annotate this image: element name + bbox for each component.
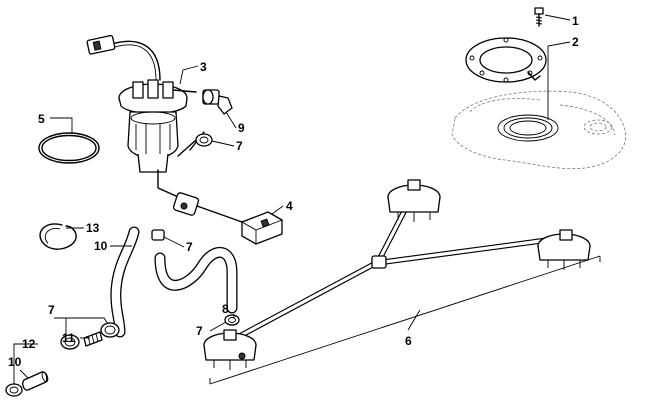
wire-harness-connector — [241, 211, 283, 245]
spring-clip — [39, 223, 77, 250]
callout-10-lower: 10 — [8, 355, 22, 369]
elbow-fitting — [202, 89, 233, 115]
inline-fitting — [83, 331, 103, 347]
fuel-pump-module — [86, 34, 243, 223]
fuel-hose-short — [22, 371, 49, 391]
callout-8: 8 — [222, 302, 229, 316]
hose-clamp-left-b — [100, 322, 120, 338]
callout-7-left: 7 — [48, 303, 55, 317]
callout-10-upper: 10 — [94, 239, 108, 253]
pickup-right — [537, 229, 591, 270]
pickup-lower — [203, 329, 257, 370]
callout-1: 1 — [572, 14, 579, 28]
callout-7-center: 7 — [186, 240, 193, 254]
electrical-connector — [86, 34, 116, 55]
hose-clamp-upper — [195, 133, 213, 147]
hose-clamp-bottom — [5, 383, 23, 397]
callout-6: 6 — [405, 334, 412, 348]
callout-7-lower: 7 — [196, 324, 203, 338]
callout-12: 12 — [22, 337, 36, 351]
bolt — [534, 7, 544, 27]
callout-13: 13 — [86, 221, 100, 235]
hose-clamp-lower — [224, 314, 240, 326]
fuel-tank-outline — [451, 90, 627, 170]
fuel-pickup-manifold — [203, 179, 601, 385]
hose-clamp-center — [151, 229, 165, 241]
callout-labels: 1 2 3 4 5 6 7 7 7 7 8 9 10 10 11 12 13 — [8, 14, 579, 369]
callout-4: 4 — [286, 199, 293, 213]
retaining-ring-plate — [465, 37, 547, 83]
fuel-hose-long — [110, 226, 140, 338]
callout-5: 5 — [38, 112, 45, 126]
leader-lines — [13, 14, 571, 384]
fuel-hose-curved — [154, 246, 238, 314]
callout-7-upper: 7 — [236, 139, 243, 153]
pickup-top — [387, 179, 441, 222]
hose-clamp-left-a — [60, 334, 80, 350]
tank-opening — [497, 114, 559, 142]
callout-11: 11 — [62, 331, 75, 345]
callout-9: 9 — [238, 121, 245, 135]
o-ring-gasket — [38, 132, 100, 164]
callout-3: 3 — [200, 60, 207, 74]
callout-2: 2 — [572, 35, 579, 49]
